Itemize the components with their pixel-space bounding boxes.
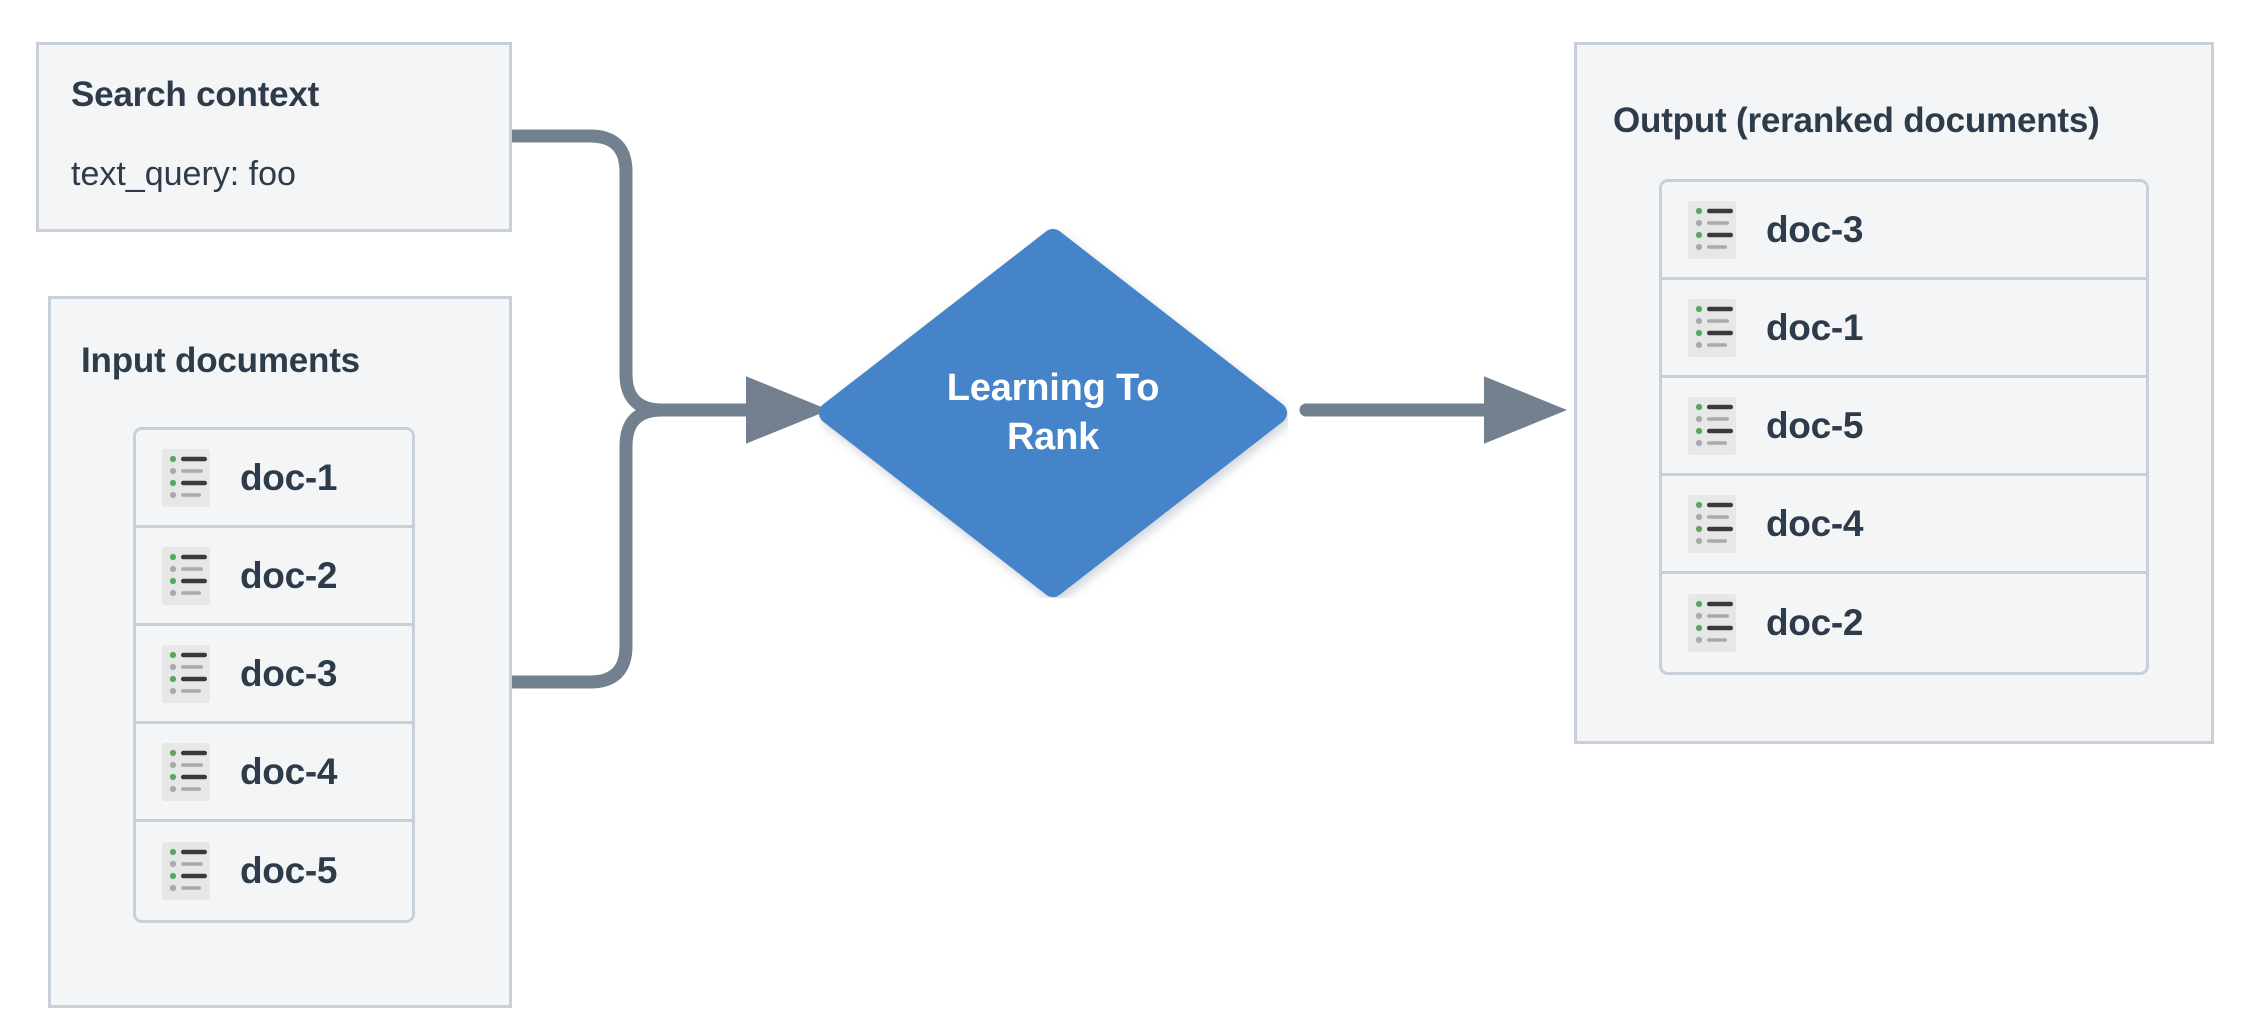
input-doc-label: doc-2	[240, 554, 338, 596]
input-doc-row[interactable]: doc-1	[136, 430, 412, 528]
input-doc-row[interactable]: doc-4	[136, 724, 412, 822]
learning-to-rank-label: Learning To Rank	[818, 228, 1288, 598]
input-doc-row[interactable]: doc-3	[136, 626, 412, 724]
output-doc-label: doc-3	[1766, 208, 1864, 250]
input-doc-label: doc-4	[240, 750, 338, 792]
output-doc-label: doc-5	[1766, 404, 1864, 446]
connector-search-context-to-ltr	[507, 129, 829, 444]
document-list-icon	[162, 842, 210, 900]
connector-input-documents-to-ltr	[507, 403, 797, 689]
document-list-icon	[162, 546, 210, 605]
output-doc-label: doc-2	[1766, 602, 1864, 643]
ltr-label-line-1: Learning To	[946, 366, 1160, 409]
input-doc-label: doc-5	[240, 850, 338, 891]
document-list-icon	[1688, 298, 1736, 357]
search-context-panel: Search context text_query: foo	[36, 42, 512, 232]
document-list-icon	[162, 644, 210, 703]
document-list-icon	[1688, 594, 1736, 652]
output-doc-row[interactable]: doc-5	[1662, 378, 2146, 476]
input-documents-title: Input documents	[81, 341, 360, 380]
input-doc-label: doc-3	[240, 652, 338, 694]
output-doc-row[interactable]: doc-4	[1662, 476, 2146, 574]
ltr-label-line-2: Rank	[1006, 416, 1100, 458]
output-title: Output (reranked documents)	[1613, 101, 2100, 140]
input-document-list: doc-1 doc-2 doc-3 doc-4 doc-5	[133, 427, 415, 923]
learning-to-rank-node[interactable]: Learning To Rank	[818, 228, 1288, 598]
search-context-title: Search context	[71, 75, 320, 114]
output-document-list: doc-3 doc-1 doc-5 doc-4 doc-2	[1659, 179, 2149, 675]
document-list-icon	[1688, 200, 1736, 259]
document-list-icon	[162, 742, 210, 801]
diamond-shape	[819, 229, 1287, 597]
document-list-icon	[162, 448, 210, 507]
output-doc-row[interactable]: doc-3	[1662, 182, 2146, 280]
output-doc-label: doc-4	[1766, 502, 1864, 544]
search-context-text-query: text_query: foo	[71, 155, 296, 193]
document-list-icon	[1688, 494, 1736, 553]
output-doc-row[interactable]: doc-1	[1662, 280, 2146, 378]
input-doc-label: doc-1	[240, 456, 338, 498]
output-doc-row[interactable]: doc-2	[1662, 574, 2146, 672]
document-list-icon	[1688, 396, 1736, 455]
input-doc-row[interactable]: doc-5	[136, 822, 412, 920]
input-doc-row[interactable]: doc-2	[136, 528, 412, 626]
output-doc-label: doc-1	[1766, 306, 1864, 348]
